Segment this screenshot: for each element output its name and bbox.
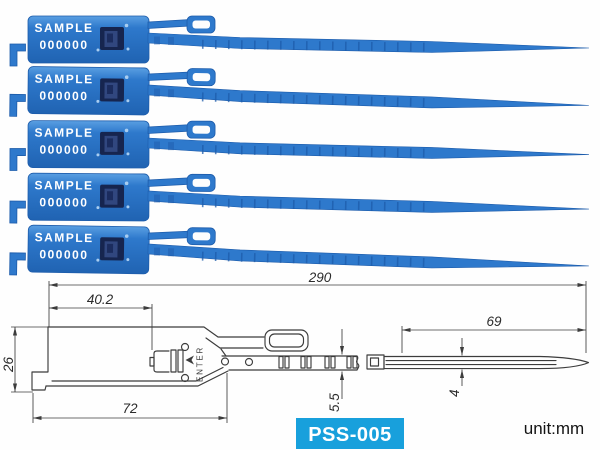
dim-tail-width: 4 bbox=[447, 389, 462, 397]
dim-head-offset: 40.2 bbox=[87, 292, 114, 307]
dim-total-length: 290 bbox=[308, 270, 332, 285]
seal-label-line1: SAMPLE bbox=[34, 21, 93, 35]
dim-strap-height: 5.5 bbox=[327, 393, 342, 412]
dim-tail-length: 69 bbox=[486, 314, 502, 329]
seal-photo-section: SAMPLE 000000 bbox=[9, 15, 590, 284]
model-badge bbox=[296, 418, 404, 449]
seal-loop-arm bbox=[147, 19, 191, 29]
seal-loop-hole bbox=[192, 20, 210, 29]
seal: SAMPLE 000000 bbox=[9, 15, 590, 67]
seal-strap-notch bbox=[168, 37, 174, 45]
seal-outline: ENTER bbox=[31, 326, 590, 391]
unit-label: unit:mm bbox=[524, 419, 584, 438]
seal-instance bbox=[10, 66, 590, 123]
seal-instance bbox=[10, 121, 589, 173]
strap-slots bbox=[278, 355, 358, 369]
dim-head-height: 26 bbox=[1, 356, 16, 373]
seal-copies bbox=[10, 66, 590, 284]
seal-instance bbox=[10, 173, 589, 227]
dim-head-width: 72 bbox=[122, 401, 138, 416]
seal-label-line2: 000000 bbox=[39, 38, 88, 52]
dimension-drawing: ENTER bbox=[1, 270, 590, 449]
model-badge-label: PSS-005 bbox=[308, 424, 392, 446]
dimension-lines: 290 40.2 69 72 26 5.5 4 bbox=[1, 270, 587, 423]
seal-instance bbox=[10, 225, 590, 284]
seal-lock-insert bbox=[96, 23, 130, 52]
seal-strap bbox=[147, 32, 590, 53]
direction-arrow-icon bbox=[185, 355, 194, 365]
seal-hook-tab bbox=[9, 43, 26, 67]
seal-strap-notch bbox=[154, 36, 160, 45]
drawing-head-text: ENTER bbox=[196, 346, 205, 382]
